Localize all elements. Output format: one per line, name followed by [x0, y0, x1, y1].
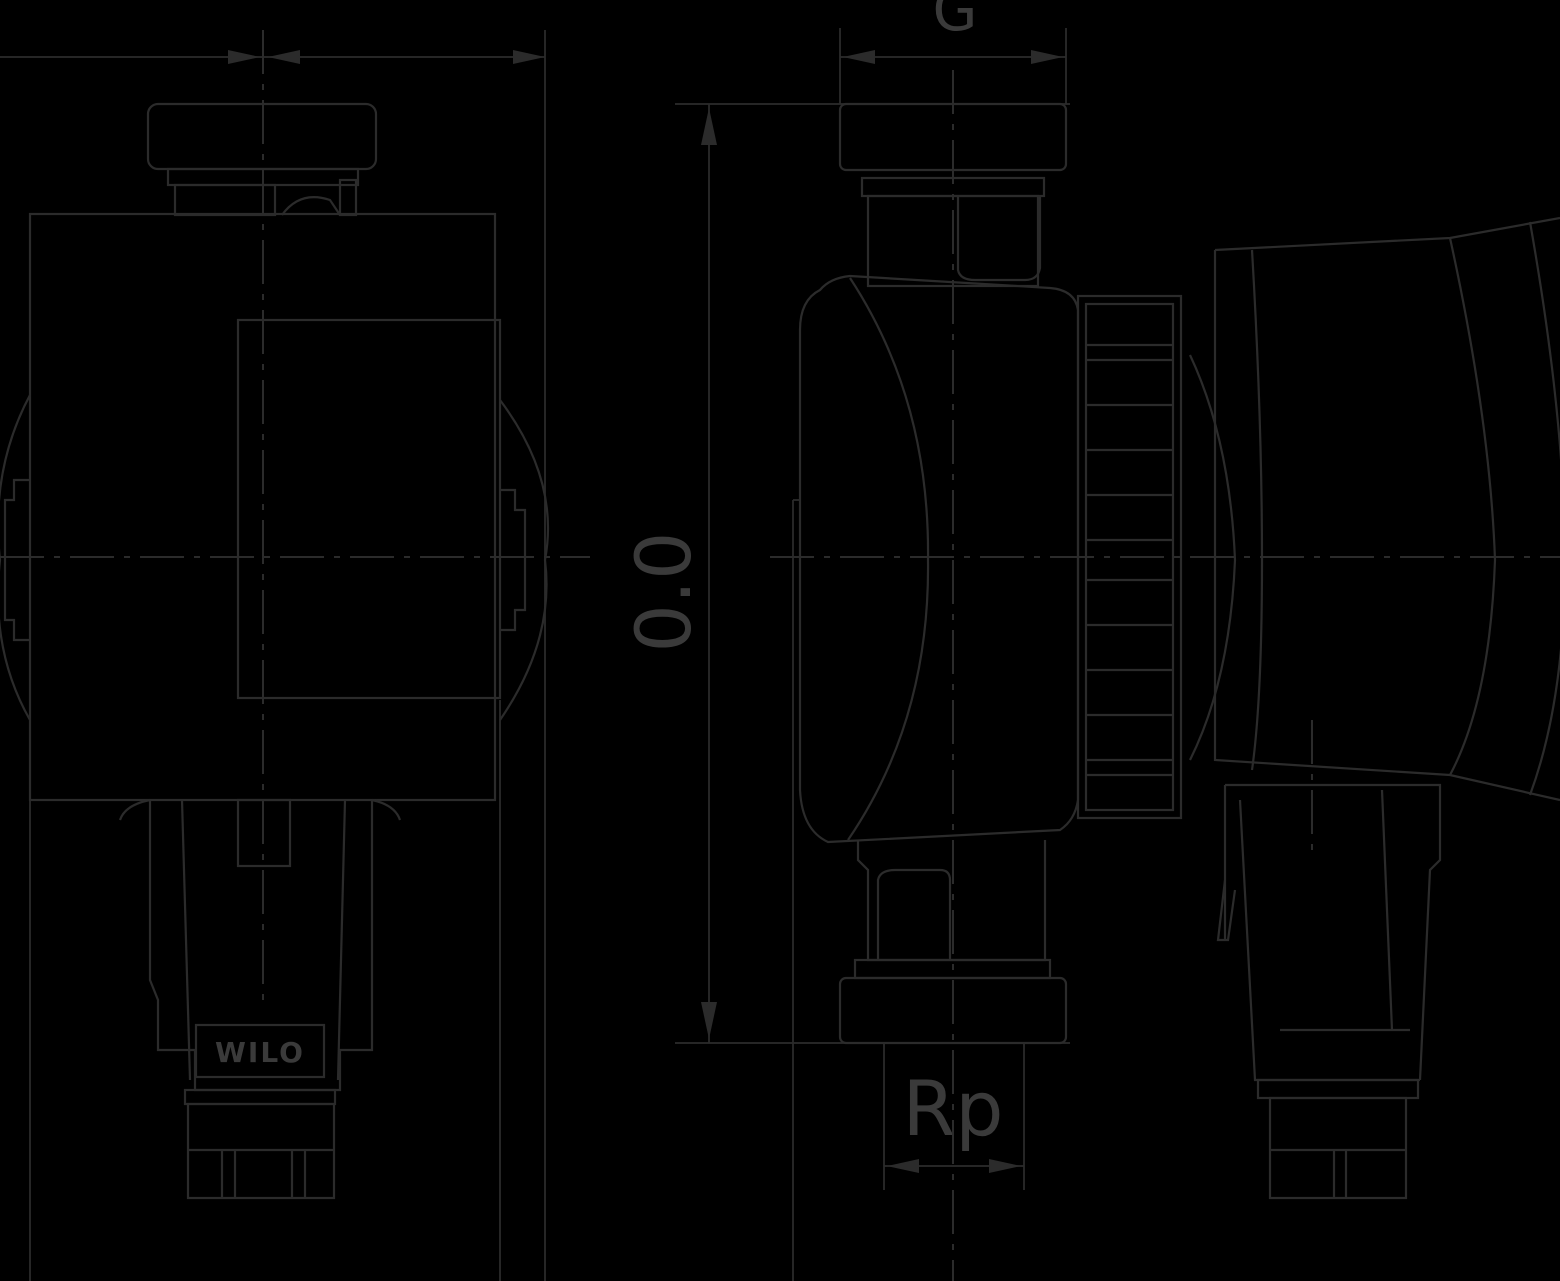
cap-knob — [281, 196, 341, 216]
bottom-neck — [856, 840, 1047, 962]
height-dimension: 0.0 — [619, 103, 1070, 1044]
bottom-nut — [838, 976, 1068, 1045]
connector-body — [1223, 783, 1442, 1081]
arrow-icon — [228, 50, 260, 64]
arrow-icon — [843, 50, 875, 64]
volute-curve — [847, 277, 930, 841]
front-view: WILO — [0, 30, 590, 1281]
lower-body-inner-right — [336, 799, 347, 1081]
arrow-icon — [701, 1002, 717, 1039]
motor-top-edge — [1214, 216, 1560, 252]
bottom-neck-inner — [876, 868, 952, 960]
logo-text: WILO — [215, 1036, 305, 1069]
side-view: G — [770, 0, 1560, 1281]
motor-rear-arc — [1448, 237, 1497, 776]
motor-front-arc — [1189, 354, 1237, 761]
ring-ribs — [1086, 343, 1173, 777]
motor-rear-cap-arc — [1528, 221, 1560, 796]
arrow-icon — [701, 108, 717, 145]
lower-body-shoulder — [118, 798, 151, 821]
arrow-icon — [268, 50, 300, 64]
pump-body-left-flange — [3, 478, 30, 642]
lower-body-inner-left — [180, 799, 192, 1081]
pump-body-right-arc — [499, 399, 550, 721]
connector-inner — [1238, 799, 1420, 1082]
arrow-icon — [513, 50, 545, 64]
logo-plate — [194, 1023, 326, 1079]
top-pipe-inner — [956, 196, 1042, 282]
arrow-icon — [989, 1159, 1021, 1173]
arrow-icon — [887, 1159, 919, 1173]
bottom-pipe-collar — [183, 1088, 337, 1106]
control-box — [236, 318, 502, 700]
pump-body-left-arc — [0, 394, 31, 721]
g-thread-label: G — [933, 0, 978, 44]
motor-outline — [1213, 250, 1560, 802]
arrow-icon — [1031, 50, 1063, 64]
pump-body-right-flange — [500, 488, 527, 632]
pump-volute — [798, 274, 1080, 844]
cap-stem — [173, 183, 277, 217]
connector-pipe — [1268, 1096, 1408, 1200]
motor-seam — [1250, 249, 1264, 771]
connector-clip — [1216, 879, 1237, 942]
connector-collar — [1256, 1078, 1420, 1100]
connector-detail — [1380, 789, 1394, 1031]
lower-body-shoulder — [371, 798, 402, 821]
height-dimension-label: 0.0 — [619, 532, 708, 653]
